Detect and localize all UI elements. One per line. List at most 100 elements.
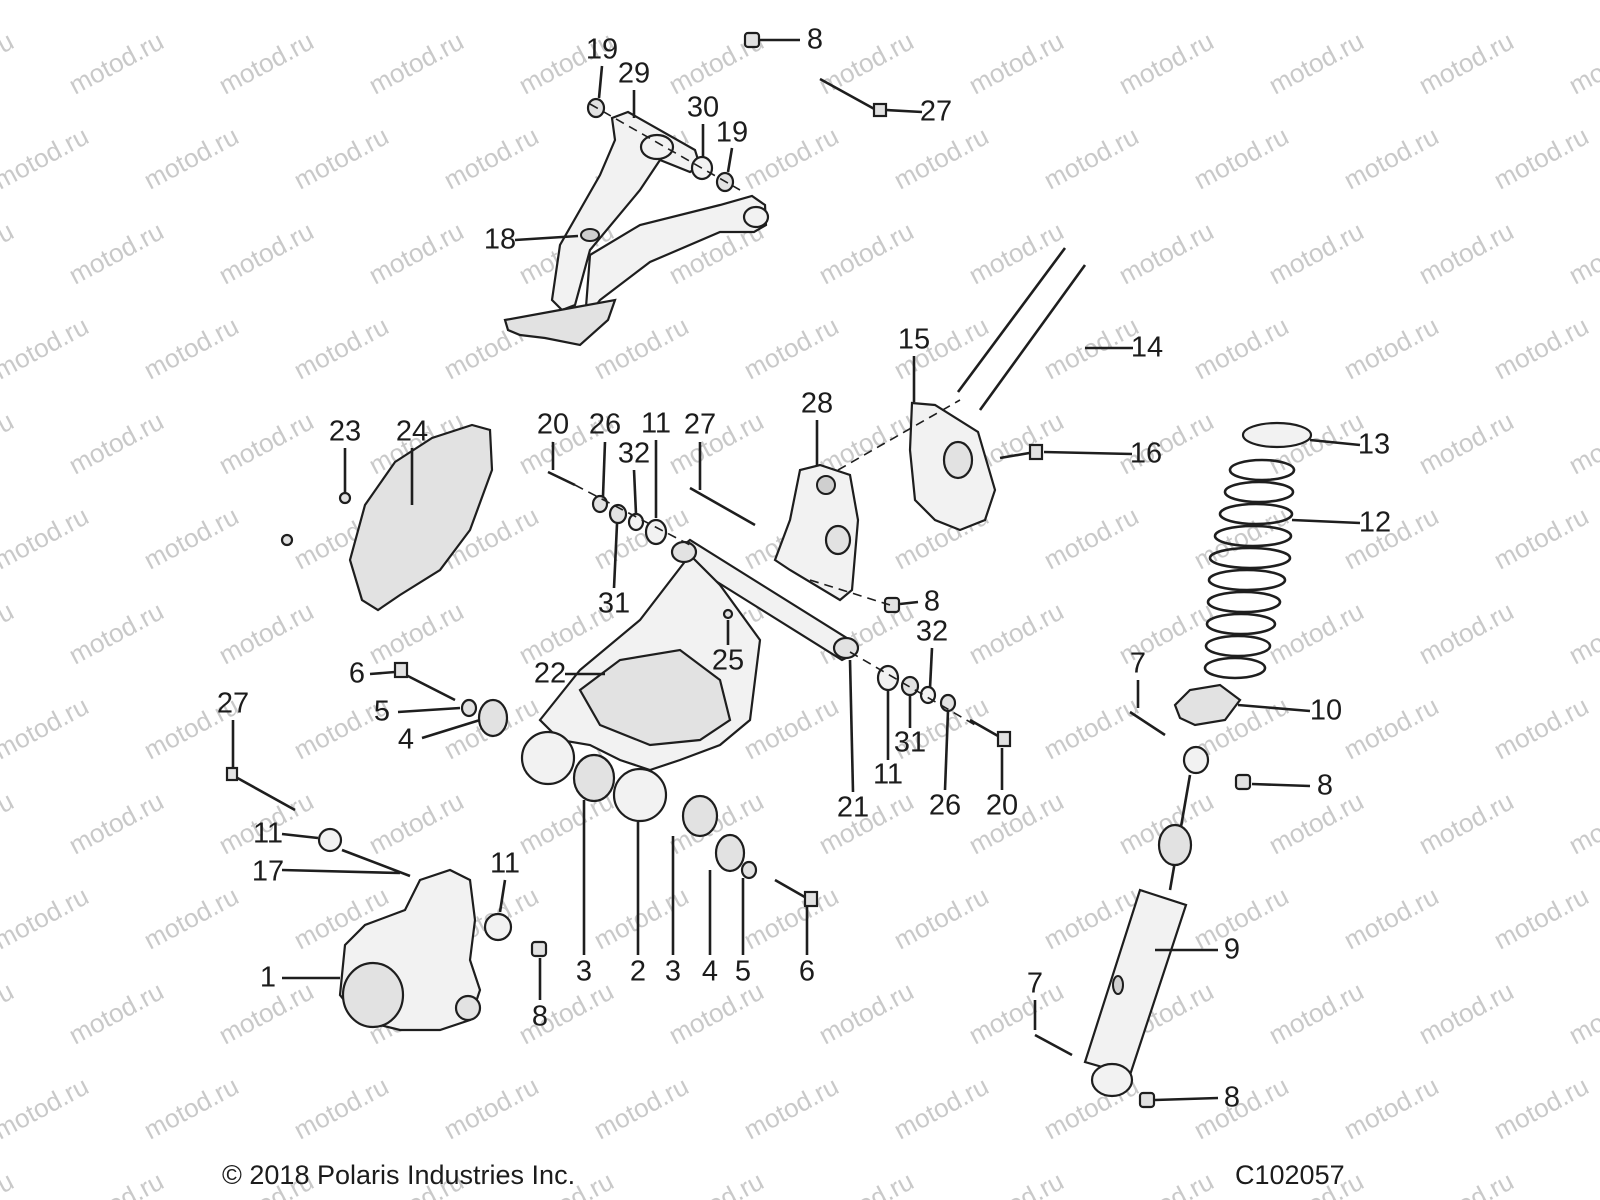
callout-2[interactable]: 2 bbox=[629, 955, 647, 988]
callout-1[interactable]: 1 bbox=[259, 961, 277, 994]
skid-plate-24[interactable] bbox=[348, 423, 494, 612]
nut-8-knuckle[interactable] bbox=[530, 940, 548, 958]
frame-bracket-28[interactable] bbox=[773, 463, 860, 602]
callout-8[interactable]: 8 bbox=[1316, 769, 1334, 802]
bushing-11-knuckle[interactable] bbox=[317, 827, 343, 853]
shock-absorber-9[interactable] bbox=[1083, 745, 1210, 1098]
callout-14[interactable]: 14 bbox=[1130, 331, 1164, 364]
bushing-3-left[interactable] bbox=[572, 753, 616, 803]
callout-7[interactable]: 7 bbox=[1129, 647, 1147, 680]
callout-8[interactable]: 8 bbox=[806, 23, 824, 56]
callout-27[interactable]: 27 bbox=[216, 687, 250, 720]
callout-31[interactable]: 31 bbox=[893, 726, 927, 759]
frame-bracket-15[interactable] bbox=[908, 401, 997, 532]
watermark-text: motod.ru bbox=[814, 1166, 919, 1200]
bushing-11-left[interactable] bbox=[644, 518, 668, 546]
callout-6[interactable]: 6 bbox=[348, 657, 366, 690]
callout-26[interactable]: 26 bbox=[928, 789, 962, 822]
callout-31[interactable]: 31 bbox=[597, 587, 631, 620]
nut-5-right[interactable] bbox=[740, 860, 758, 880]
bolt-27-top[interactable] bbox=[819, 77, 888, 118]
watermark-text: motod.ru bbox=[889, 121, 994, 196]
callout-19[interactable]: 19 bbox=[585, 33, 619, 66]
nut-8-shock-lower[interactable] bbox=[1138, 1091, 1156, 1109]
callout-24[interactable]: 24 bbox=[395, 415, 429, 448]
callout-3[interactable]: 3 bbox=[575, 955, 593, 988]
lower-a-arm[interactable] bbox=[520, 538, 860, 823]
callout-15[interactable]: 15 bbox=[897, 323, 931, 356]
callout-4[interactable]: 4 bbox=[397, 723, 415, 756]
callout-6[interactable]: 6 bbox=[798, 955, 816, 988]
watermark-text: motod.ru bbox=[1039, 501, 1144, 576]
knuckle-1[interactable] bbox=[338, 868, 482, 1032]
bolt-7-upper[interactable] bbox=[1129, 710, 1166, 737]
callout-19[interactable]: 19 bbox=[715, 116, 749, 149]
callout-26[interactable]: 26 bbox=[588, 408, 622, 441]
bolt-7-lower[interactable] bbox=[1034, 1033, 1073, 1057]
callout-8[interactable]: 8 bbox=[1223, 1081, 1241, 1114]
bolt-27-middle[interactable] bbox=[689, 486, 756, 527]
bolt-27-lower[interactable] bbox=[225, 766, 296, 812]
washer-4-right[interactable] bbox=[714, 833, 746, 873]
watermark-text: motod.ru bbox=[1189, 881, 1294, 956]
callout-23[interactable]: 23 bbox=[328, 415, 362, 448]
callout-8[interactable]: 8 bbox=[923, 585, 941, 618]
callout-17[interactable]: 17 bbox=[251, 855, 285, 888]
watermark-text: motod.ru bbox=[0, 26, 18, 101]
screw-23-a[interactable] bbox=[338, 491, 352, 505]
callout-5[interactable]: 5 bbox=[373, 695, 391, 728]
callout-8[interactable]: 8 bbox=[531, 1000, 549, 1033]
nut-8-top[interactable] bbox=[743, 31, 761, 49]
callout-5[interactable]: 5 bbox=[734, 955, 752, 988]
callout-3[interactable]: 3 bbox=[664, 955, 682, 988]
washer-31-right[interactable] bbox=[900, 675, 920, 697]
bolt-20-right[interactable] bbox=[969, 718, 1012, 748]
washer-4-left[interactable] bbox=[477, 698, 509, 738]
leader-line bbox=[421, 718, 481, 740]
watermark-text: motod.ru bbox=[0, 596, 18, 671]
callout-27[interactable]: 27 bbox=[683, 408, 717, 441]
bolt-14-long[interactable] bbox=[956, 247, 1087, 411]
callout-28[interactable]: 28 bbox=[800, 387, 834, 420]
spring-retainer-13[interactable] bbox=[1241, 421, 1313, 449]
bolt-20-left[interactable] bbox=[547, 470, 576, 487]
callout-13[interactable]: 13 bbox=[1357, 428, 1391, 461]
nut-5-left[interactable] bbox=[460, 698, 478, 718]
grease-fitting-25[interactable] bbox=[722, 608, 734, 620]
callout-11[interactable]: 11 bbox=[252, 817, 284, 850]
callout-10[interactable]: 10 bbox=[1309, 694, 1343, 727]
callout-21[interactable]: 21 bbox=[836, 791, 870, 824]
callout-9[interactable]: 9 bbox=[1223, 933, 1241, 966]
callout-30[interactable]: 30 bbox=[686, 91, 720, 124]
callout-18[interactable]: 18 bbox=[483, 223, 517, 256]
callout-7[interactable]: 7 bbox=[1026, 967, 1044, 1000]
callout-32[interactable]: 32 bbox=[915, 615, 949, 648]
nut-8-bracket[interactable] bbox=[883, 596, 901, 614]
watermark-text: motod.ru bbox=[139, 881, 244, 956]
callout-11[interactable]: 11 bbox=[489, 847, 521, 880]
screw-23-b[interactable] bbox=[280, 533, 294, 547]
bolt-6-right[interactable] bbox=[774, 878, 819, 908]
callout-12[interactable]: 12 bbox=[1358, 506, 1392, 539]
callout-22[interactable]: 22 bbox=[533, 657, 567, 690]
callout-29[interactable]: 29 bbox=[617, 57, 651, 90]
leader-line bbox=[1309, 438, 1361, 447]
callout-4[interactable]: 4 bbox=[701, 955, 719, 988]
bushing-3-right[interactable] bbox=[681, 794, 719, 838]
upper-a-arm[interactable] bbox=[503, 110, 770, 347]
bolt-6-left[interactable] bbox=[393, 661, 456, 702]
callout-32[interactable]: 32 bbox=[617, 437, 651, 470]
callout-27[interactable]: 27 bbox=[919, 95, 953, 128]
callout-11[interactable]: 11 bbox=[640, 407, 672, 440]
callout-20[interactable]: 20 bbox=[536, 408, 570, 441]
callout-20[interactable]: 20 bbox=[985, 789, 1019, 822]
bushing-11-lower[interactable] bbox=[483, 912, 513, 942]
callout-25[interactable]: 25 bbox=[711, 644, 745, 677]
bolt-16[interactable] bbox=[999, 443, 1044, 461]
nut-8-shock-upper[interactable] bbox=[1234, 773, 1252, 791]
washer-26-left[interactable] bbox=[591, 494, 609, 514]
callout-11[interactable]: 11 bbox=[872, 758, 904, 791]
coil-spring-12[interactable] bbox=[1203, 458, 1296, 680]
spring-seat-10[interactable] bbox=[1173, 683, 1242, 727]
callout-16[interactable]: 16 bbox=[1129, 437, 1163, 470]
